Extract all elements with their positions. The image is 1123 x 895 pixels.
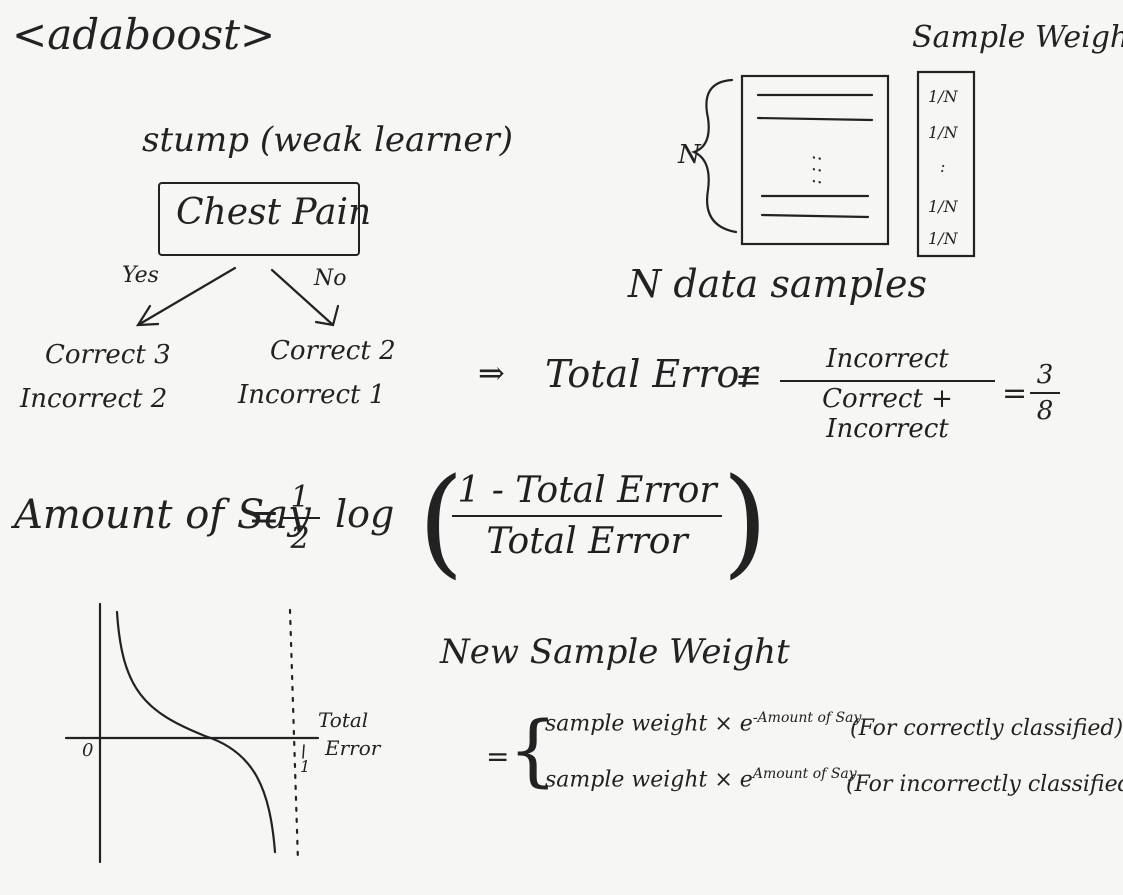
new-weight-equals: =	[486, 740, 510, 773]
branch-no-arrowhead	[314, 304, 340, 327]
coef-denominator: 2	[290, 521, 310, 556]
branch-yes-line	[136, 266, 237, 327]
table-dots: : : :	[808, 155, 829, 185]
n-brace	[690, 78, 738, 234]
total-error-equals: =	[735, 360, 762, 398]
table-row-line	[760, 213, 870, 219]
stump-root-label: Chest Pain	[176, 192, 372, 233]
stump-heading: stump (weak learner)	[142, 120, 514, 160]
curly-brace: {	[508, 706, 558, 796]
page-title: <adaboost>	[12, 10, 276, 59]
log-label: log	[335, 492, 395, 536]
branch-no-label: No	[314, 266, 347, 291]
leaf-left-incorrect: Incorrect 2	[20, 384, 168, 414]
weight-value: 1/N	[928, 87, 959, 106]
leaf-right-correct: Correct 2	[270, 336, 396, 366]
amount-of-say-curve	[115, 610, 277, 854]
data-samples-caption: N data samples	[628, 262, 927, 306]
paren-right: )	[722, 452, 769, 590]
graph-x-label-line2: Error	[325, 736, 381, 760]
weight-value: :	[940, 157, 945, 176]
log-denominator: Total Error	[486, 521, 688, 562]
result-numerator: 3	[1036, 360, 1054, 390]
total-error-result: 3 8	[1030, 360, 1060, 426]
graph-x-label-line1: Total	[318, 708, 369, 732]
paren-left: (	[418, 452, 465, 590]
leaf-left-correct: Correct 3	[45, 340, 171, 370]
total-error-denominator: Correct + Incorrect	[822, 384, 953, 444]
stump-root-box	[158, 182, 360, 256]
result-denominator: 8	[1036, 396, 1054, 426]
formula-correct-base: sample weight × e	[545, 711, 753, 737]
amount-of-say-label: Amount of Say	[14, 492, 311, 538]
condition-incorrect: (For incorrectly classified)	[846, 772, 1123, 797]
formula-incorrect-base: sample weight × e	[545, 767, 753, 793]
leaf-right-incorrect: Incorrect 1	[238, 380, 386, 410]
formula-correct-exponent: -Amount of Say	[752, 710, 862, 726]
total-error-fraction: Incorrect Correct + Incorrect	[780, 344, 995, 444]
branch-yes-arrowhead	[135, 304, 160, 327]
graph-x-tick	[302, 744, 305, 759]
amount-of-say-equals: =	[248, 494, 280, 538]
implies-arrow: ⇒	[478, 354, 505, 392]
log-fraction: 1 - Total Error Total Error	[452, 470, 722, 562]
fraction-bar	[280, 517, 320, 519]
graph-asymptote	[288, 608, 300, 864]
formula-correct: sample weight × e-Amount of Say	[545, 710, 861, 736]
total-error-label: Total Error	[545, 352, 758, 396]
fraction-bar	[1030, 392, 1060, 394]
log-numerator: 1 - Total Error	[457, 470, 717, 511]
weight-value: 1/N	[928, 123, 959, 142]
fraction-bar	[452, 515, 722, 517]
formula-incorrect: sample weight × eAmount of Say	[545, 766, 857, 792]
branch-no-line	[270, 268, 335, 327]
graph-x-tick-label: 1	[300, 757, 310, 776]
coef-numerator: 1	[290, 480, 310, 515]
total-error-numerator: Incorrect	[826, 344, 949, 374]
graph-origin-label: 0	[82, 740, 94, 761]
branch-yes-label: Yes	[122, 263, 159, 288]
fraction-bar	[780, 380, 995, 382]
weight-value: 1/N	[928, 229, 959, 248]
sample-weight-column	[916, 70, 976, 258]
total-error-equals-2: =	[1002, 376, 1028, 411]
n-brace-label: N	[678, 140, 701, 170]
sample-weight-heading: Sample Weight	[912, 20, 1123, 55]
condition-correct: (For correctly classified)	[850, 716, 1123, 741]
data-table	[740, 74, 890, 246]
table-row-line	[756, 116, 874, 122]
weight-value: 1/N	[928, 197, 959, 216]
formula-incorrect-exponent: Amount of Say	[752, 766, 857, 782]
half-coefficient: 1 2	[280, 480, 320, 556]
new-sample-weight-heading: New Sample Weight	[440, 632, 790, 672]
